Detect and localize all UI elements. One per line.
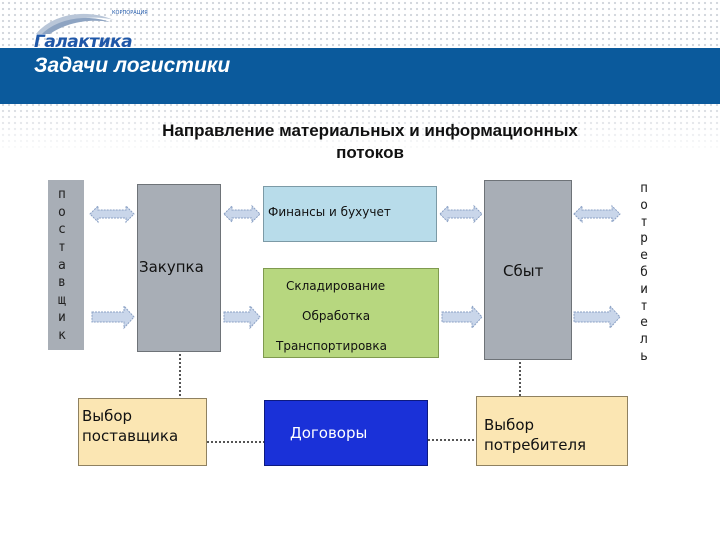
- consumer-letter: т: [640, 214, 648, 230]
- consumer-box: п о т р е б и т е л ь: [626, 180, 662, 365]
- consumer-letter: л: [640, 332, 648, 348]
- contracts-label: Договоры: [290, 424, 368, 442]
- consumer-letter: и: [640, 281, 648, 297]
- logo-small-text: КОРПОРАЦИЯ: [112, 10, 148, 16]
- supplier-letter: и: [58, 310, 66, 326]
- sales-label: Сбыт: [503, 262, 544, 280]
- diagram-subtitle-line2: потоков: [336, 143, 404, 162]
- supplier-letter: о: [58, 204, 66, 220]
- dotted-background-fade: [0, 100, 720, 155]
- consumer-letter: ь: [640, 348, 648, 364]
- choose-supplier-line2: поставщика: [82, 427, 179, 445]
- diagram-subtitle-line1: Направление материальных и информационны…: [162, 121, 578, 140]
- double-arrow-icon: [89, 204, 135, 224]
- finance-label: Финансы и бухучет: [268, 205, 391, 219]
- double-arrow-icon: [573, 204, 621, 224]
- contracts-box: [264, 400, 428, 466]
- consumer-letter: б: [640, 264, 648, 280]
- consumer-letter: е: [640, 248, 648, 264]
- consumer-letter: о: [640, 197, 648, 213]
- logo-text: Галактика: [34, 32, 133, 52]
- consumer-letter: р: [640, 231, 648, 247]
- choose-consumer-line2: потребителя: [484, 436, 587, 454]
- choose-supplier-box: [78, 398, 207, 466]
- consumer-letter: е: [640, 315, 648, 331]
- right-arrow-icon: [573, 304, 621, 330]
- choose-consumer-line1: Выбор: [484, 416, 535, 434]
- supplier-letter: к: [58, 328, 66, 343]
- choose-consumer-box: [476, 396, 628, 466]
- operation-transport: Транспортировка: [276, 339, 387, 353]
- consumer-letter: п: [640, 181, 648, 196]
- logo: КОРПОРАЦИЯ Галактика: [30, 10, 148, 52]
- operation-processing: Обработка: [302, 309, 371, 323]
- diagram-subtitle: Направление материальных и информационны…: [70, 120, 670, 164]
- finance-box: [263, 186, 437, 242]
- purchase-box: [137, 184, 221, 352]
- supplier-letter: в: [58, 275, 66, 291]
- double-arrow-icon: [439, 204, 483, 224]
- sales-box: [484, 180, 572, 360]
- consumer-letter: т: [640, 298, 648, 314]
- header-band: [0, 48, 720, 104]
- double-arrow-icon: [223, 204, 261, 224]
- right-arrow-icon: [223, 304, 261, 330]
- supplier-letter: щ: [58, 292, 66, 308]
- supplier-letter: а: [58, 257, 66, 273]
- right-arrow-icon: [441, 304, 483, 330]
- supplier-letter: п: [58, 187, 66, 202]
- purchase-label: Закупка: [139, 258, 204, 276]
- operations-box: [263, 268, 439, 358]
- page-title: Задачи логистики: [34, 54, 231, 77]
- logo-swoosh-icon: [36, 13, 114, 34]
- operation-warehousing: Складирование: [286, 279, 386, 293]
- supplier-letter: с: [58, 222, 66, 238]
- choose-supplier-line1: Выбор: [82, 407, 133, 425]
- right-arrow-icon: [91, 304, 135, 330]
- supplier-letter: т: [58, 239, 66, 255]
- supplier-box: п о с т а в щ и к: [48, 180, 84, 350]
